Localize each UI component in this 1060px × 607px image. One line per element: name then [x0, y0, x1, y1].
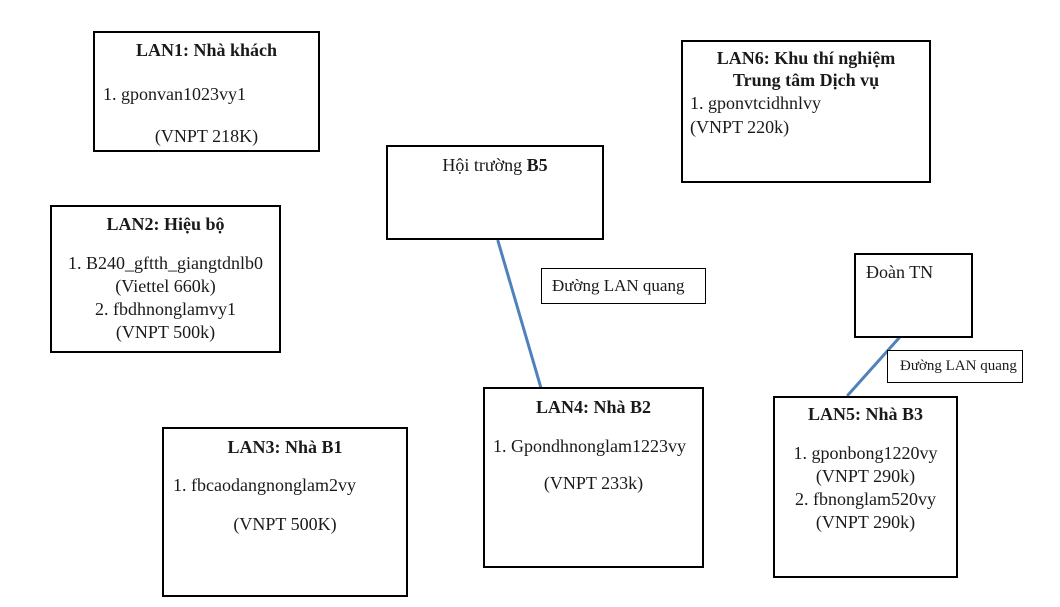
doan-tn-title: Đoàn TN: [866, 262, 934, 282]
lan3-device-1: 1. fbcaodangnonglam2vy: [173, 475, 356, 495]
lan1-title: LAN1: Nhà khách: [135, 40, 278, 60]
lan4-title: LAN4: Nhà B2: [535, 397, 651, 417]
lan1-bandwidth-1: (VNPT 218K): [154, 126, 259, 146]
lan1-box: LAN1: Nhà khách 1. gponvan1023vy1 (VNPT …: [93, 31, 320, 152]
lan5-device-2: 2. fbnonglam520vy: [795, 489, 936, 509]
lan1-device-1: 1. gponvan1023vy1: [103, 84, 246, 104]
lan4-bandwidth-1: (VNPT 233k): [543, 473, 644, 493]
lan-quang-label-mid: Đường LAN quang: [541, 268, 706, 304]
lan-quang-label-right: Đường LAN quang: [887, 350, 1023, 383]
lan6-title-line1: LAN6: Khu thí nghiệm: [716, 48, 896, 68]
lan-quang-label-mid-text: Đường LAN quang: [552, 276, 685, 295]
lan2-box: LAN2: Hiệu bộ 1. B240_gftth_giangtdnlb0 …: [50, 205, 281, 353]
lan5-box: LAN5: Nhà B3 1. gponbong1220vy (VNPT 290…: [773, 396, 958, 578]
lan2-device-2: 2. fbdhnonglamvy1: [95, 299, 236, 319]
hoi-truong-b5-title: Hội trường B5: [396, 154, 594, 177]
lan3-box: LAN3: Nhà B1 1. fbcaodangnonglam2vy (VNP…: [162, 427, 408, 597]
lan4-box: LAN4: Nhà B2 1. Gpondhnonglam1223vy (VNP…: [483, 387, 704, 568]
lan6-title-line2: Trung tâm Dịch vụ: [732, 70, 880, 90]
lan2-device-1: 1. B240_gftth_giangtdnlb0: [68, 253, 263, 273]
lan2-title: LAN2: Hiệu bộ: [106, 214, 225, 234]
lan4-device-1: 1. Gpondhnonglam1223vy: [493, 436, 686, 456]
lan6-device-1: 1. gponvtcidhnlvy: [690, 93, 821, 113]
lan-quang-label-right-text: Đường LAN quang: [900, 358, 1017, 374]
lan5-device-1: 1. gponbong1220vy: [793, 443, 938, 463]
lan6-box: LAN6: Khu thí nghiệm Trung tâm Dịch vụ 1…: [681, 40, 931, 183]
lan3-bandwidth-1: (VNPT 500K): [233, 514, 337, 534]
lan6-bandwidth-1: (VNPT 220k): [690, 117, 790, 137]
lan5-bandwidth-1: (VNPT 290k): [815, 466, 916, 486]
hoi-truong-b5-title-regular: Hội trường: [442, 155, 527, 175]
lan2-bandwidth-1: (Viettel 660k): [115, 276, 216, 296]
lan5-title: LAN5: Nhà B3: [807, 404, 923, 424]
lan2-bandwidth-2: (VNPT 500k): [115, 322, 216, 342]
hoi-truong-b5-box: Hội trường B5: [386, 145, 604, 240]
lan5-bandwidth-2: (VNPT 290k): [815, 512, 916, 532]
lan3-title: LAN3: Nhà B1: [227, 437, 343, 457]
connector-line-b5-to-lan4: [496, 239, 543, 390]
doan-tn-box: Đoàn TN: [854, 253, 973, 338]
hoi-truong-b5-title-bold: B5: [526, 155, 548, 175]
connector-line-doantn-to-lan5: [846, 336, 901, 397]
